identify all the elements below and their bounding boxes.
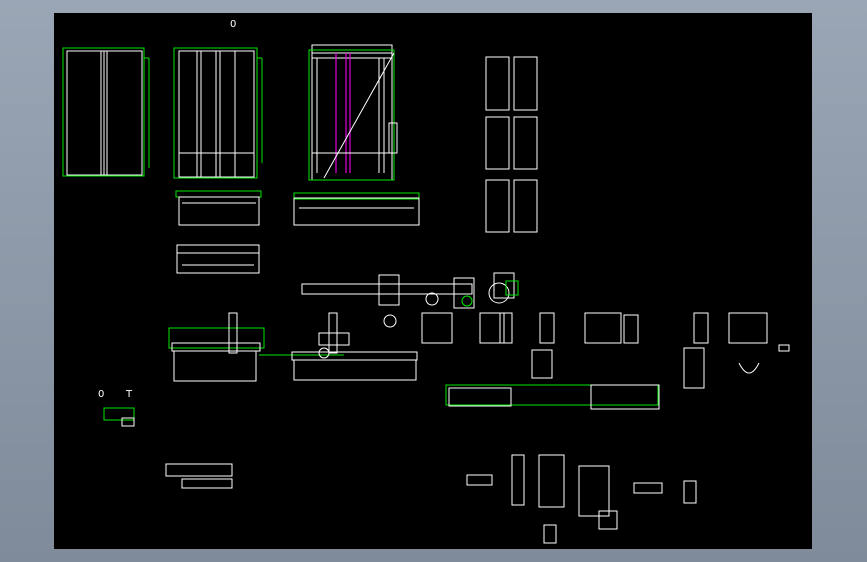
- drawing-mark-0: 0: [98, 389, 104, 400]
- perforated-panels: [485, 56, 538, 233]
- cabinet-front-view-1: [62, 47, 150, 177]
- part-details-right: [421, 312, 790, 410]
- part-details-lower: 0 T: [98, 389, 697, 544]
- drawing-mark-T: T: [125, 389, 133, 400]
- cabinet-section-view: [308, 44, 398, 181]
- cad-drawing-canvas: 0: [62, 19, 790, 544]
- cabinet-base-views: [175, 190, 420, 274]
- cad-drawing-viewport[interactable]: 0: [54, 13, 812, 549]
- cabinet-front-view-2: [173, 47, 263, 179]
- machine-gantry-assembly: [301, 272, 519, 309]
- machine-table-views: [168, 312, 418, 382]
- drawing-title-mark: 0: [230, 19, 236, 30]
